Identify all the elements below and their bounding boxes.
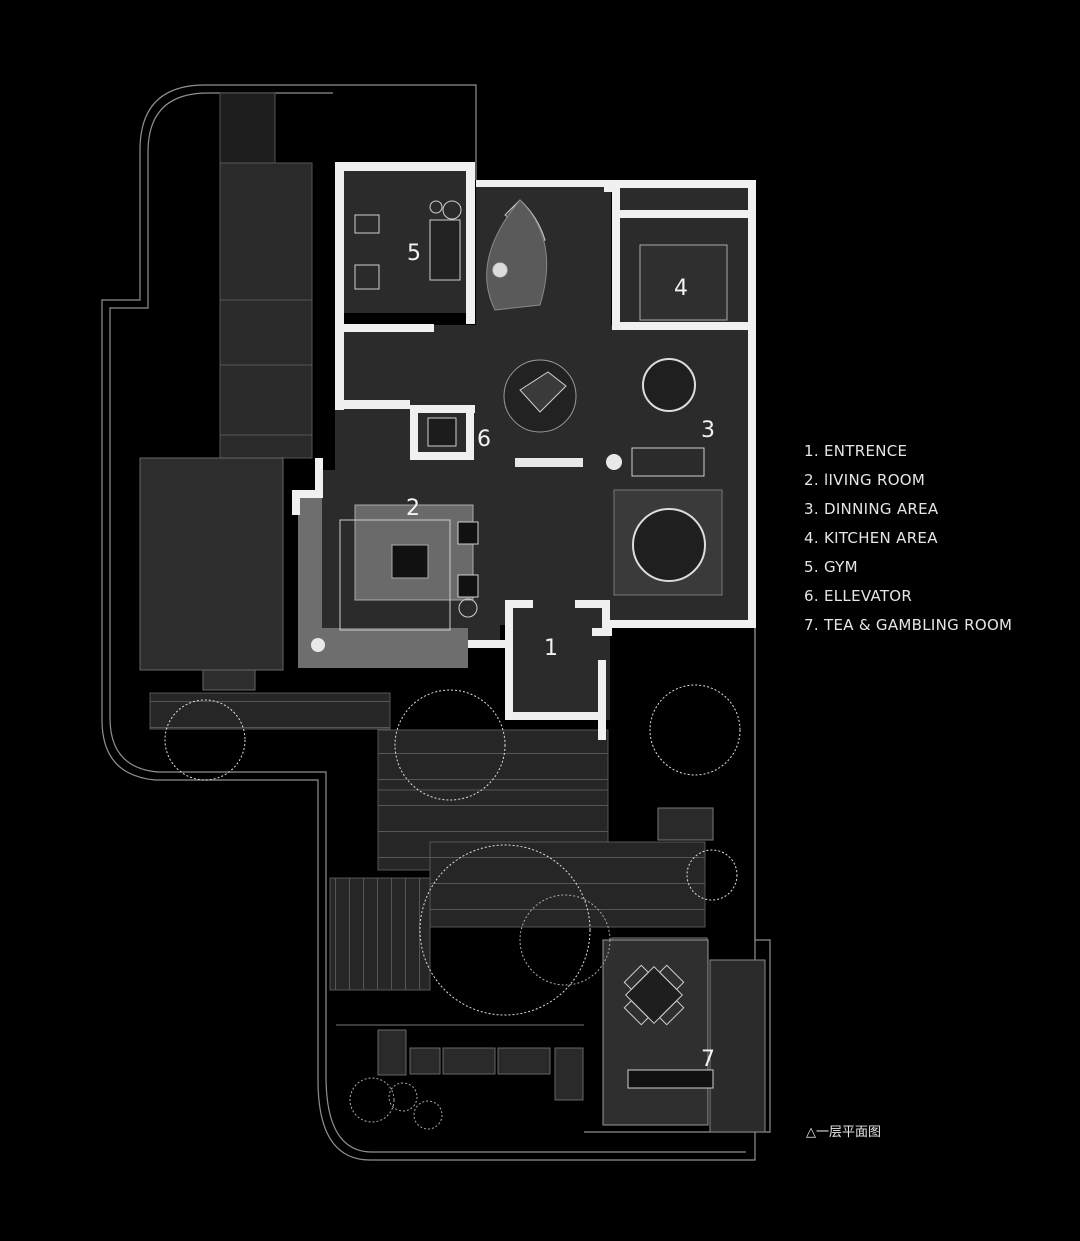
- room-numbers: 1 2 3 4 5 6 7: [406, 241, 715, 1072]
- plan-caption: △一层平面图: [806, 1125, 881, 1140]
- walls: [292, 162, 756, 740]
- legend-item-living-room: 2. lIVING ROOM: [804, 471, 926, 489]
- room-legend: 1. ENTRENCE 2. lIVING ROOM 3. DINNING AR…: [804, 437, 1012, 640]
- room-number-2: 2: [406, 496, 420, 521]
- trees: [164, 684, 741, 1130]
- room-number-6: 6: [477, 427, 491, 452]
- furniture: [311, 199, 766, 1133]
- legend-item-entrence: 1. ENTRENCE: [804, 442, 908, 460]
- legend-item-kitchen-area: 4. KITCHEN AREA: [804, 529, 938, 547]
- room-number-7: 7: [701, 1047, 715, 1072]
- room-number-1: 1: [544, 636, 558, 661]
- garden-decking: [149, 692, 714, 1101]
- room-number-3: 3: [701, 418, 715, 443]
- legend-item-gym: 5. GYM: [804, 558, 858, 576]
- room-number-4: 4: [674, 276, 688, 301]
- legend-item-dinning-area: 3. DINNING AREA: [804, 500, 939, 518]
- left-terrace: [139, 92, 313, 691]
- site-boundary: [101, 84, 771, 1161]
- room-number-5: 5: [407, 241, 421, 266]
- legend-item-tea-gambling-room: 7. TEA & GAMBLING ROOM: [804, 616, 1013, 634]
- legend-item-ellevator: 6. ELLEVATOR: [804, 587, 913, 605]
